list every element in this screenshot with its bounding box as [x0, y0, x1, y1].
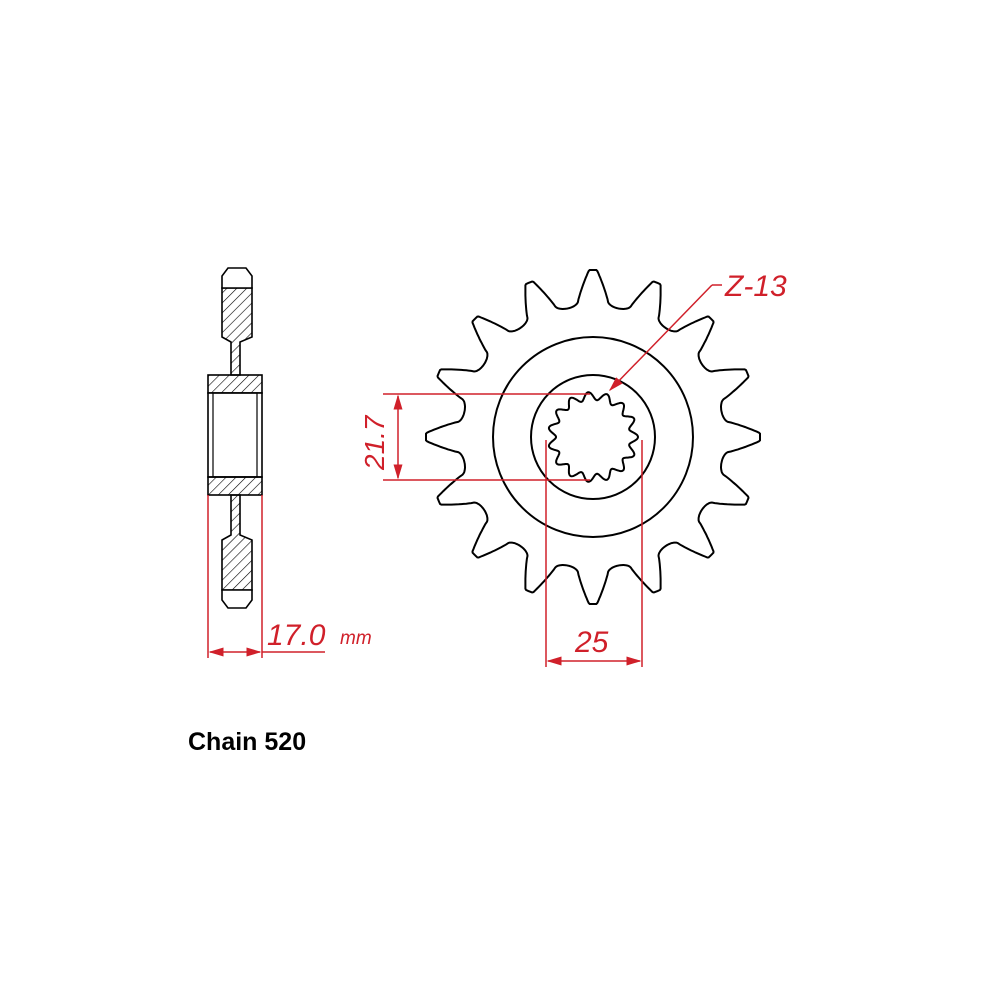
sprocket-teeth-outline: [425, 269, 761, 605]
tooth-count-leader: [608, 284, 722, 392]
thickness-unit: mm: [340, 628, 372, 649]
upper-tooth-tip: [221, 267, 253, 289]
spline-width-dimension: [545, 440, 643, 667]
front-view: [425, 269, 761, 605]
spline-bore-outline: [547, 391, 640, 483]
side-profile-view: [207, 267, 263, 609]
thickness-dimension: [207, 495, 325, 658]
hub-bore: [207, 392, 263, 478]
thickness-label: 17.0: [267, 619, 326, 652]
spline-width-label: 25: [574, 626, 609, 659]
lower-tooth-section: [221, 494, 253, 591]
lower-tooth-tip: [221, 589, 253, 609]
hub-upper-section: [207, 374, 263, 394]
hub-circle: [492, 336, 694, 538]
chain-size-label: Chain 520: [188, 728, 307, 756]
hub-lower-section: [207, 476, 263, 496]
upper-tooth-section: [221, 287, 253, 376]
bore-dimension-label: 21.7: [359, 414, 390, 471]
tooth-count-label: Z-13: [724, 270, 787, 303]
bore-dimension: [383, 393, 590, 481]
inner-circle: [530, 374, 656, 500]
